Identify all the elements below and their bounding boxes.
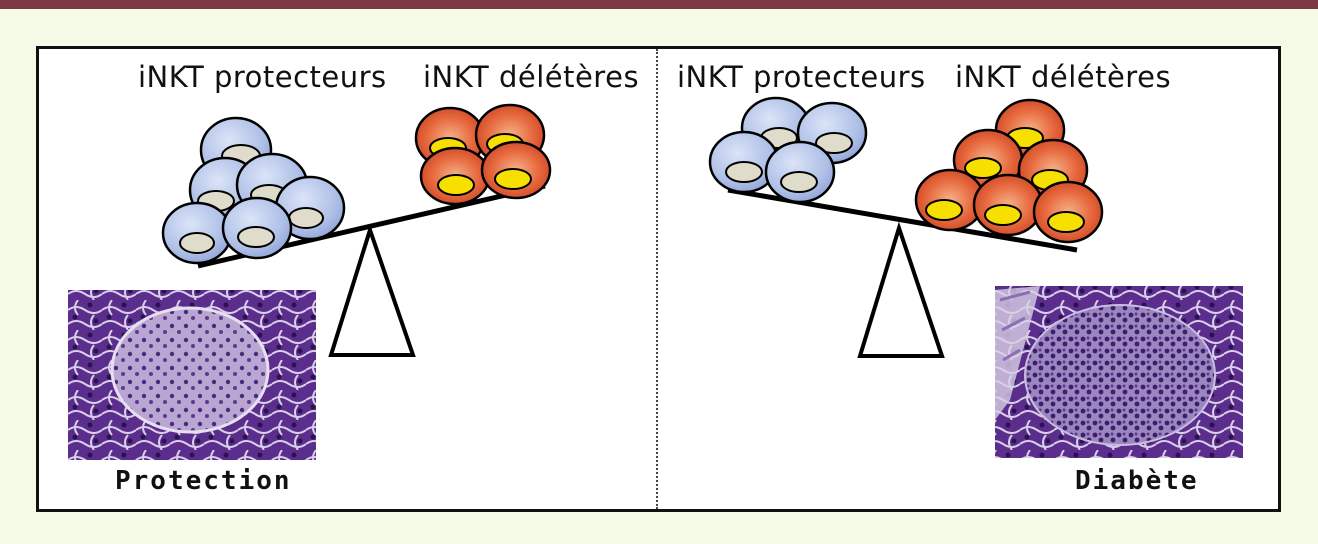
left-islet-histology-image <box>68 290 316 460</box>
left-deleterious-cell-group <box>414 103 552 206</box>
left-deleterious-label: iNKT délétères <box>423 60 640 94</box>
right-deleterious-cell-group <box>914 98 1104 244</box>
right-protective-cell-group <box>708 96 868 204</box>
right-caption-diabetes: Diabète <box>1075 466 1199 496</box>
left-caption-protection: Protection <box>115 466 292 496</box>
top-bar <box>0 0 1318 9</box>
left-balance-fulcrum <box>328 223 416 357</box>
right-islet-histology-image <box>995 286 1243 458</box>
left-protective-cell-group <box>161 116 346 265</box>
panel-divider <box>656 49 658 509</box>
left-protective-label: iNKT protecteurs <box>138 60 387 94</box>
right-balance-fulcrum <box>857 221 945 358</box>
right-protective-label: iNKT protecteurs <box>677 60 926 94</box>
right-deleterious-label: iNKT délétères <box>955 60 1172 94</box>
